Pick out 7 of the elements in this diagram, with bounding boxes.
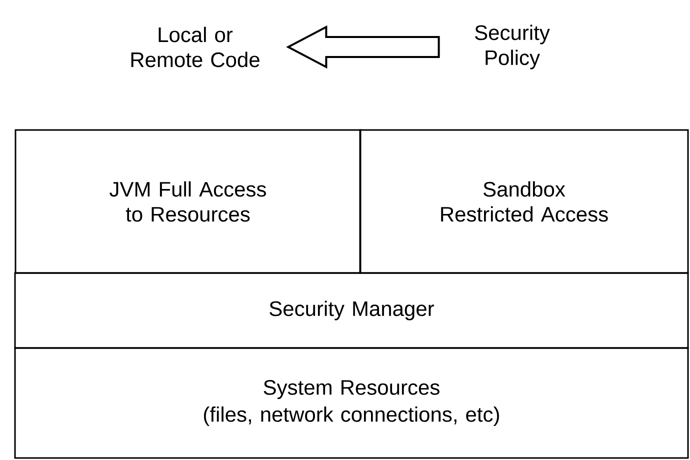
block-arrow (286, 25, 440, 69)
layer-box: Sandbox Restricted Access (359, 129, 689, 274)
layer-box: JVM Full Access to Resources (14, 129, 362, 274)
layer-box: System Resources (files, network connections, etc) (14, 347, 689, 459)
label-text: Local or Remote Code (131, 26, 260, 68)
layer-box: Security Manager (14, 272, 689, 349)
label-text: Security Policy (475, 24, 550, 70)
